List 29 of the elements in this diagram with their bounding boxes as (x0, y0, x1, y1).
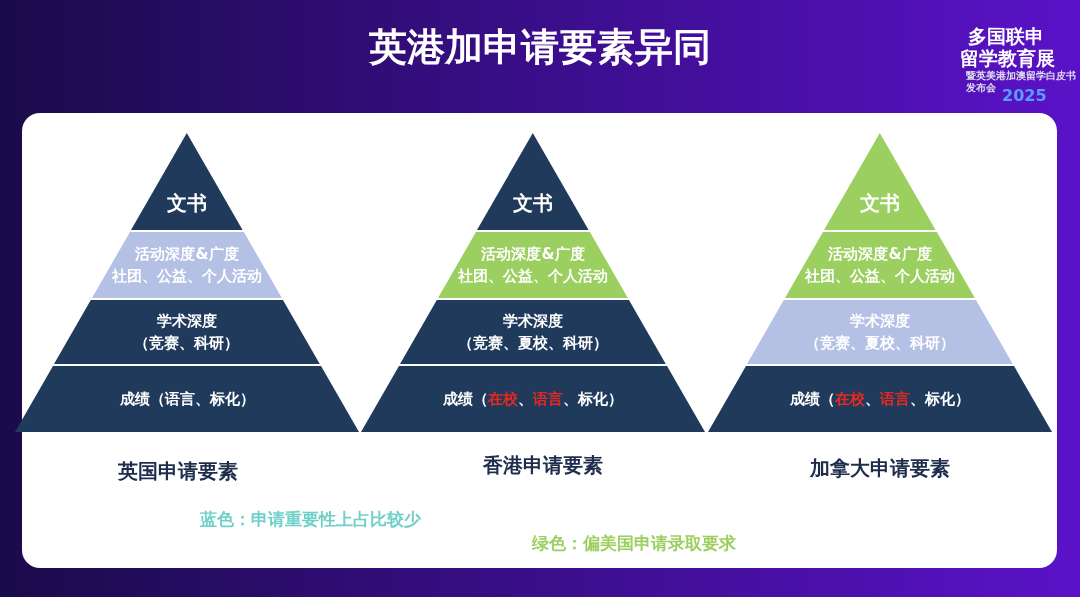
event-subtitle: 发布会 (966, 81, 996, 95)
pyramid-caption: 加拿大申请要素 (809, 455, 951, 482)
layer-detail: 社团、公益、个人活动 (805, 266, 955, 287)
layer-label: 文书 (860, 190, 900, 218)
layer-label: 成绩（语言、标化） (119, 388, 255, 410)
layer-label: 成绩（在校、语言、标化） (443, 388, 623, 410)
layer-label: 文书 (167, 190, 207, 218)
layer-label: 活动深度&广度 (135, 243, 239, 265)
event-subtitle: 暨英美港加澳留学白皮书 (966, 69, 1076, 83)
title: 英港加申请要素异同 (368, 24, 712, 71)
layer-detail: 社团、公益、个人活动 (112, 266, 262, 287)
layer-label: 学术深度 (850, 310, 910, 332)
event-title: 留学教育展 (960, 46, 1055, 70)
pyramid-caption: 英国申请要素 (117, 458, 239, 485)
note: 蓝色：申请重要性上占比较少 (200, 508, 421, 531)
event-title: 多国联申 (968, 24, 1044, 48)
layer-detail: （竞赛、科研） (134, 333, 240, 354)
layer-label: 文书 (513, 190, 553, 218)
pyramid-caption: 香港申请要素 (482, 452, 604, 479)
layer-label: 成绩（在校、语言、标化） (790, 388, 970, 410)
layer-label: 学术深度 (157, 310, 217, 332)
note: 绿色：偏美国申请录取要求 (532, 532, 736, 555)
layer-detail: （竞赛、夏校、科研） (458, 333, 608, 354)
layer-label: 活动深度&广度 (828, 243, 932, 265)
layer-label: 活动深度&广度 (481, 243, 585, 265)
year: 2025 (1002, 86, 1047, 105)
layer-label: 学术深度 (503, 310, 563, 332)
layer-detail: 社团、公益、个人活动 (458, 266, 608, 287)
layer-detail: （竞赛、夏校、科研） (805, 333, 955, 354)
